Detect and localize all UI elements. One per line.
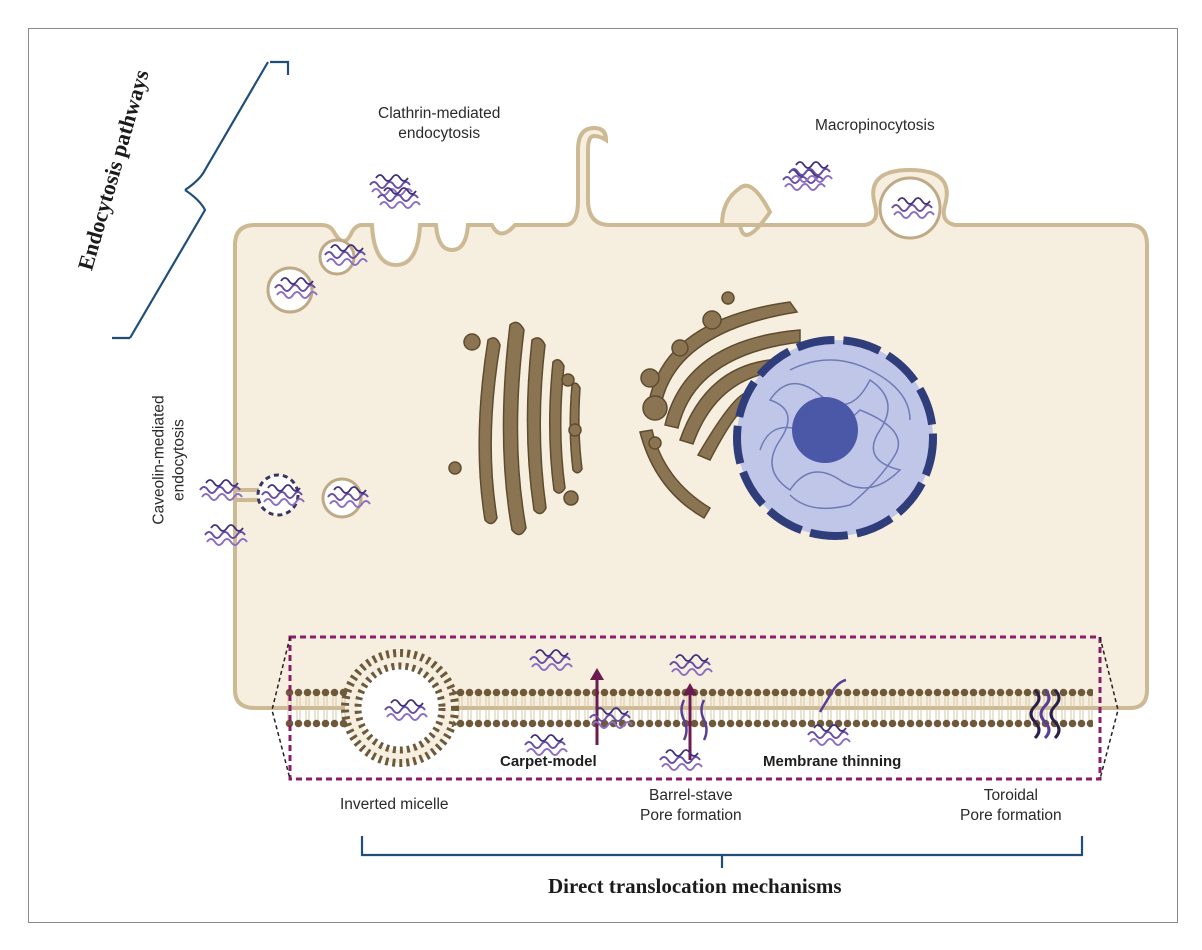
endocytosis-bracket [112,60,290,340]
direct-translocation-label: Direct translocation mechanisms [548,874,842,898]
caveolin-label: Caveolin-mediated endocytosis [150,395,188,525]
clathrin-label: Clathrin-mediated endocytosis [378,105,501,142]
macropinosome [878,176,942,240]
direct-translocation-box [288,635,1102,781]
membrane-thinning-label: Membrane thinning [763,753,902,770]
toroidal-pore [1029,688,1061,740]
macropinocytosis-label: Macropinocytosis [815,117,935,134]
barrel-stave-label: Barrel-stave Pore formation [640,787,742,824]
nucleolus [792,397,858,463]
carpet-model-label: Carpet-model [500,753,597,770]
nucleus [733,336,937,540]
toroidal-label: Toroidal Pore formation [960,787,1062,824]
direct-translocation-bracket [360,836,1084,868]
golgi-apparatus [448,321,583,536]
inverted-micelle [341,649,459,767]
zoom-lines [271,636,1119,780]
endoplasmic-reticulum [639,291,801,520]
inverted-micelle-label: Inverted micelle [340,796,449,813]
